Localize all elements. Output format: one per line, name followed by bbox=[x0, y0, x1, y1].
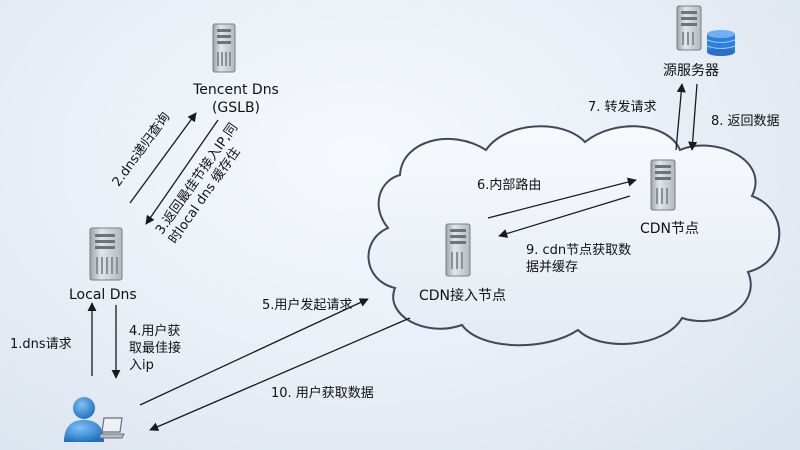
cdn-cloud bbox=[367, 125, 781, 347]
cdn-node-server-icon bbox=[650, 159, 676, 211]
arrow-forward-request bbox=[675, 83, 686, 151]
step9-line2: 据并缓存 bbox=[526, 260, 579, 275]
tencent-dns-label: Tencent Dns bbox=[193, 82, 279, 98]
arrow-user-gets-data bbox=[149, 317, 411, 431]
step5-label: 5.用户发起请求 bbox=[262, 298, 353, 313]
database-icon bbox=[706, 30, 736, 56]
step4-line3: 入ip bbox=[129, 358, 154, 373]
step8-label: 8. 返回数据 bbox=[711, 114, 780, 129]
step4-line1: 4.用户获 bbox=[129, 324, 181, 339]
origin-server-icon bbox=[676, 5, 702, 51]
gslb-label: (GSLB) bbox=[211, 100, 261, 116]
cdn-access-node-server-icon bbox=[445, 223, 471, 277]
step10-label: 10. 用户获取数据 bbox=[271, 386, 374, 401]
tencent-dns-server-icon bbox=[212, 23, 236, 73]
step7-label: 7. 转发请求 bbox=[588, 100, 657, 115]
user-icon bbox=[64, 397, 104, 442]
step6-label: 6.内部路由 bbox=[477, 178, 542, 193]
step9-line1: 9. cdn节点获取数 bbox=[526, 243, 632, 258]
arrow-dns-recursive-query bbox=[129, 112, 197, 204]
arrow-user-request bbox=[139, 298, 369, 406]
arrow-return-data bbox=[688, 83, 698, 151]
local-dns-server-icon bbox=[89, 227, 123, 281]
origin-server-label: 源服务器 bbox=[663, 63, 719, 79]
laptop-icon bbox=[99, 417, 125, 439]
step1-label: 1.dns请求 bbox=[10, 337, 72, 352]
local-dns-label: Local Dns bbox=[69, 287, 137, 303]
cdn-node-label: CDN节点 bbox=[640, 221, 700, 237]
arrow-cdn-fetch-cache bbox=[498, 195, 631, 238]
step4-line2: 取最佳接 bbox=[129, 341, 182, 356]
arrow-return-best-ip bbox=[145, 119, 219, 225]
cdn-access-node-label: CDN接入节点 bbox=[419, 288, 507, 304]
arrow-internal-routing bbox=[487, 177, 637, 219]
